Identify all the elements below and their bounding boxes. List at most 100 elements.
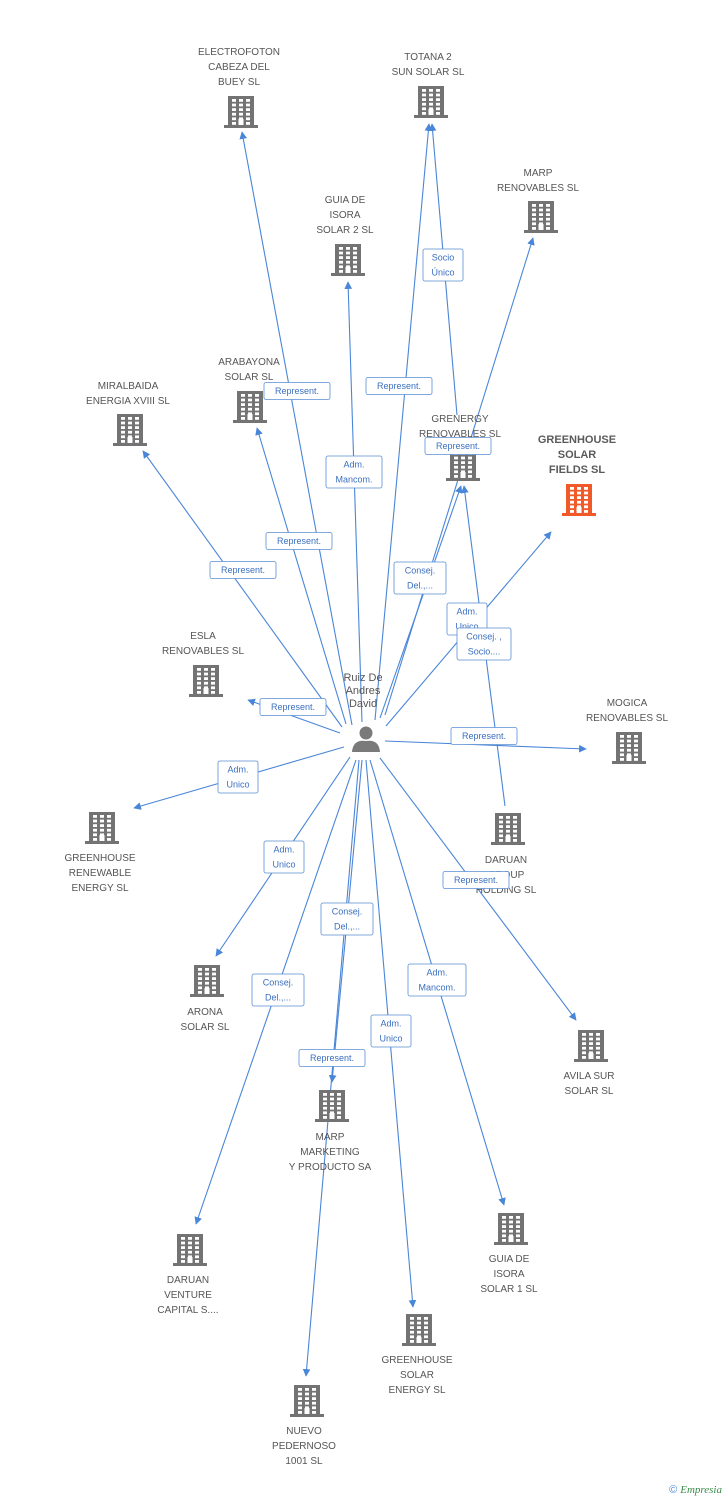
edge-label[interactable]: Represent. xyxy=(424,437,492,455)
edge-label-text: Mancom. xyxy=(335,475,372,485)
edge-label-text: Represent. xyxy=(436,441,480,451)
edge-label-text: Mancom. xyxy=(418,983,455,993)
edge-label[interactable]: Adm.Unico xyxy=(217,760,259,794)
edge-label-box xyxy=(320,902,374,936)
person-icon xyxy=(352,726,380,752)
edge-label-box xyxy=(365,377,433,395)
edge-line-guia2 xyxy=(344,281,363,723)
edge-line-totana xyxy=(374,123,433,721)
company-name-line: RENOVABLES SL xyxy=(419,429,502,440)
building-icon xyxy=(402,1314,436,1346)
edge-line-nuevo xyxy=(302,759,360,1377)
company-name-line: PEDERNOSO xyxy=(272,1441,336,1452)
building-icon xyxy=(315,1090,349,1122)
company-name-line: CABEZA DEL xyxy=(208,62,270,73)
company-node-avila[interactable]: AVILA SUR SOLAR SL xyxy=(564,1030,615,1097)
edge-label[interactable]: Represent. xyxy=(209,561,277,579)
company-name-line: ISORA xyxy=(493,1269,524,1280)
edge-label-text: Represent. xyxy=(310,1053,354,1063)
edge-label-box xyxy=(209,561,277,579)
company-name-line: HOLDING SL xyxy=(476,885,537,896)
edge-label-text: Del.,... xyxy=(265,993,291,1003)
edge-label[interactable]: Represent. xyxy=(450,727,518,745)
edge-label-box xyxy=(265,532,333,550)
building-icon xyxy=(574,1030,608,1062)
company-name-line: ENERGY SL xyxy=(388,1385,445,1396)
edge-label-text: Consej. xyxy=(405,566,436,576)
edge-label[interactable]: Adm.Mancom. xyxy=(325,455,383,489)
edge-label-text: Represent. xyxy=(277,536,321,546)
company-name-line: ISORA xyxy=(329,210,360,221)
company-node-guia2[interactable]: GUIA DE ISORA SOLAR 2 SL xyxy=(316,195,374,276)
edge-labels-layer: Represent.Represent.Consej.Del.,...Adm.M… xyxy=(209,248,518,1067)
edge-label-text: Adm. xyxy=(456,607,477,617)
edge-label-text: Represent. xyxy=(221,565,265,575)
company-name-line: ENERGIA XVIII SL xyxy=(86,396,170,407)
building-icon xyxy=(612,732,646,764)
company-name-line: SUN SOLAR SL xyxy=(392,67,465,78)
edge-label-text: Represent. xyxy=(377,381,421,391)
company-name-line: RENOVABLES SL xyxy=(586,713,669,724)
edge-label-box xyxy=(424,437,492,455)
person-name-line: David xyxy=(349,698,377,710)
company-name-line: GUIA DE xyxy=(325,195,366,206)
company-name-line: 1001 SL xyxy=(285,1456,323,1467)
edge-line-grenergy xyxy=(379,485,463,719)
edge-label[interactable]: Consej. ,Socio.... xyxy=(456,627,512,661)
building-icon xyxy=(173,1234,207,1266)
edge-label-box xyxy=(298,1049,366,1067)
company-name-line: VENTURE xyxy=(164,1290,212,1301)
building-icon xyxy=(331,244,365,276)
edge-label[interactable]: Represent. xyxy=(265,532,333,550)
edge-label[interactable]: Adm.Unico xyxy=(370,1014,412,1048)
person-name-line: Andres xyxy=(346,685,381,697)
company-name-line: FIELDS SL xyxy=(549,464,606,476)
company-name-line: GREENHOUSE xyxy=(64,853,135,864)
company-name-line: GUIA DE xyxy=(489,1254,530,1265)
edge-label-text: Socio xyxy=(432,253,455,263)
company-name-line: AVILA SUR xyxy=(564,1071,615,1082)
edge-label[interactable]: Represent. xyxy=(365,377,433,395)
edge-label[interactable]: Consej.Del.,... xyxy=(393,561,447,595)
edge-label[interactable]: Represent. xyxy=(263,382,331,400)
edge-label-text: Represent. xyxy=(454,875,498,885)
edge-label[interactable]: Represent. xyxy=(259,698,327,716)
company-name-line: GRENERGY xyxy=(431,414,489,425)
edge-label[interactable]: Represent. xyxy=(442,871,510,889)
company-name-line: SOLAR 2 SL xyxy=(316,225,374,236)
brand-logo-text[interactable]: Empresia xyxy=(680,1484,722,1496)
edge-label[interactable]: Adm.Unico xyxy=(446,602,488,636)
company-name-line: MARP xyxy=(316,1132,345,1143)
edge-label[interactable]: Adm.Mancom. xyxy=(407,963,467,997)
company-name-line: SOLAR SL xyxy=(565,1086,614,1097)
company-name-line: DARUAN xyxy=(485,855,527,866)
edge-label[interactable]: Consej.Del.,... xyxy=(320,902,374,936)
edge-label-text: Represent. xyxy=(271,702,315,712)
edge-label-box xyxy=(422,248,464,282)
edge-label[interactable]: Adm.Unico xyxy=(263,840,305,874)
edge-label[interactable]: Represent. xyxy=(298,1049,366,1067)
edge-label[interactable]: Consej.Del.,... xyxy=(251,973,305,1007)
building-icon xyxy=(224,96,258,128)
building-icon xyxy=(233,391,267,423)
edge-label-box xyxy=(217,760,259,794)
company-name-line: DARUAN xyxy=(167,1275,209,1286)
